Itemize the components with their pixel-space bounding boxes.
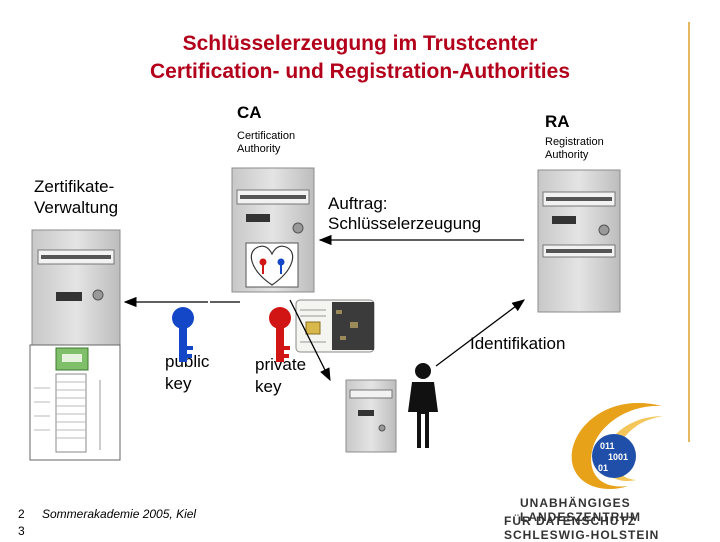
zertifikate-label-line-1: Zertifikate- [34, 177, 115, 196]
title-line-2: Certification- und Registration-Authorit… [150, 60, 570, 83]
page-number-a: 2 [18, 507, 25, 521]
title-line-1: Schlüsselerzeugung im Trustcenter [182, 32, 538, 55]
identifikation-arrow [435, 299, 526, 367]
ra-sub-line-2: Authority [545, 149, 589, 161]
logo-text-line-2: FÜR DATENSCHUTZ SCHLESWIG-HOLSTEIN [504, 514, 660, 542]
decorative-rule [688, 22, 690, 442]
heart-keys-icon [250, 245, 294, 286]
private-key-arrow [289, 299, 331, 382]
public-key-label-line-1: public [165, 352, 210, 371]
private-key-icon [269, 307, 291, 362]
small-pc-icon [345, 379, 397, 453]
public-key-icon [172, 307, 194, 362]
auftrag-label-line-2: Schlüsselerzeugung [328, 214, 482, 233]
zertifikate-label-line-2: Verwaltung [34, 198, 119, 217]
ca-label: CA [237, 103, 262, 122]
person-icon [408, 363, 438, 448]
logo-icon: 011 1001 01 [571, 403, 664, 489]
identifikation-label: Identifikation [470, 334, 566, 353]
svg-text:011: 011 [600, 441, 615, 451]
logo-text-line-1: UNABHÄNGIGES LANDESZENTRUM [520, 496, 641, 524]
ra-server-icon [537, 169, 621, 313]
certificate-icon [29, 344, 121, 461]
auftrag-label-line-1: Auftrag: [328, 194, 388, 213]
private-key-label-line-1: private [255, 355, 307, 374]
svg-text:01: 01 [598, 463, 608, 473]
public-key-label-line-2: key [165, 374, 192, 393]
smartcard-icon [295, 299, 375, 353]
private-key-label-line-2: key [255, 377, 282, 396]
page-number-b: 3 [18, 524, 25, 538]
ca-sub-line-2: Authority [237, 143, 281, 155]
ra-label: RA [545, 112, 570, 131]
svg-text:1001: 1001 [608, 452, 628, 462]
footer-event: Sommerakademie 2005, Kiel [42, 507, 197, 521]
ca-sub-line-1: Certification [237, 130, 296, 142]
ra-sub-line-1: Registration [545, 136, 604, 148]
